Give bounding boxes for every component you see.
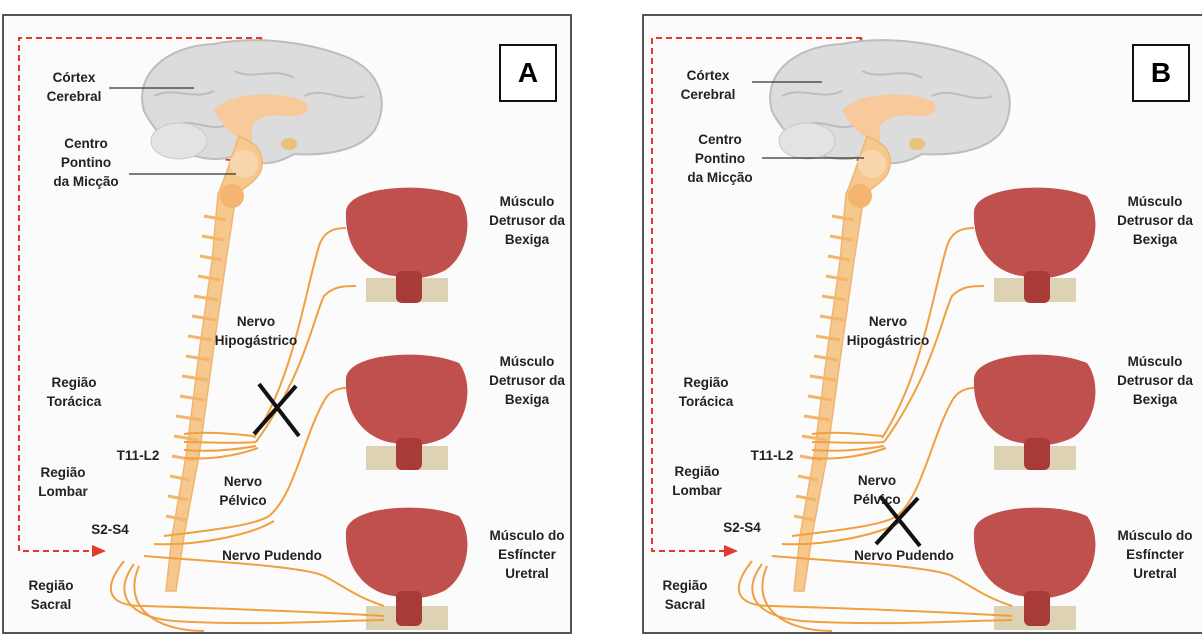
label-hypogastric-nerve: Nervo Hipogástrico xyxy=(204,312,308,350)
bladder-1 xyxy=(974,188,1096,303)
label-pelvic-nerve: Nervo Pélvico xyxy=(844,471,910,509)
bladder-1 xyxy=(346,188,468,303)
label-sphincter: Músculo do Esfíncter Uretral xyxy=(482,526,572,583)
label-thoracic-region: Região Torácica xyxy=(670,373,742,411)
label-t11-l2: T11-L2 xyxy=(740,446,804,465)
label-pontine-center: Centro Pontino da Micção xyxy=(680,130,760,187)
label-t11-l2: T11-L2 xyxy=(106,446,170,465)
nerves xyxy=(739,228,1012,631)
label-detrusor-1: Músculo Detrusor da Bexiga xyxy=(482,192,572,249)
nerves xyxy=(111,228,384,631)
label-hypogastric-nerve: Nervo Hipogástrico xyxy=(836,312,940,350)
panel-letter: A xyxy=(499,44,557,102)
arrow-head xyxy=(92,545,106,557)
label-thoracic-region: Região Torácica xyxy=(38,373,110,411)
label-lumbar-region: Região Lombar xyxy=(30,463,96,501)
label-pudendal-nerve: Nervo Pudendo xyxy=(212,546,332,565)
label-cortex: Córtex Cerebral xyxy=(672,66,744,104)
label-pontine-center: Centro Pontino da Micção xyxy=(46,134,126,191)
label-s2-s4: S2-S4 xyxy=(82,520,138,539)
label-sacral-region: Região Sacral xyxy=(650,576,720,614)
label-detrusor-1: Músculo Detrusor da Bexiga xyxy=(1110,192,1200,249)
pontine-center-mark xyxy=(858,150,886,178)
label-sacral-region: Região Sacral xyxy=(16,576,86,614)
label-detrusor-2: Músculo Detrusor da Bexiga xyxy=(1110,352,1200,409)
bladder-2 xyxy=(974,355,1096,470)
panel-letter: B xyxy=(1132,44,1190,102)
bladder-3 xyxy=(974,508,1096,630)
bladder-2 xyxy=(346,355,468,470)
panel-b: B Córtex Cerebral Centro Pontino da Micç… xyxy=(642,14,1202,634)
cerebellum xyxy=(779,123,835,159)
cerebellum xyxy=(151,123,207,159)
arrow-head xyxy=(724,545,738,557)
label-detrusor-2: Músculo Detrusor da Bexiga xyxy=(482,352,572,409)
label-pelvic-nerve: Nervo Pélvico xyxy=(210,472,276,510)
label-s2-s4: S2-S4 xyxy=(714,518,770,537)
lesion-x-mark xyxy=(254,384,299,436)
panel-a: A Córtex Cerebral Centro Pontino da Micç… xyxy=(2,14,572,634)
label-pudendal-nerve: Nervo Pudendo xyxy=(844,546,964,565)
label-sphincter: Músculo do Esfíncter Uretral xyxy=(1110,526,1200,583)
bladder-3 xyxy=(346,508,468,630)
label-cortex: Córtex Cerebral xyxy=(38,68,110,106)
label-lumbar-region: Região Lombar xyxy=(664,462,730,500)
